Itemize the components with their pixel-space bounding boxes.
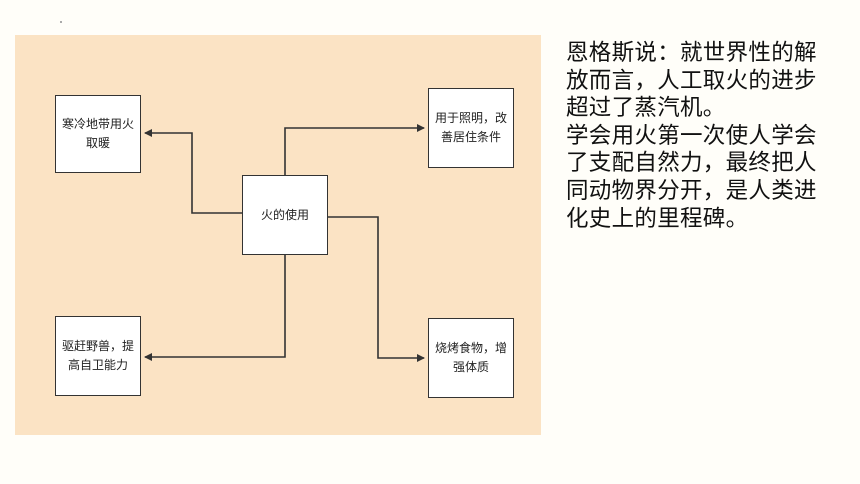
arrow-to-bottom-left: [144, 255, 286, 361]
quote-text: 恩格斯说：就世界性的解放而言，人工取火的进步超过了蒸汽机。 学会用火第一次使人学…: [566, 40, 836, 233]
quote-paragraph-2: 学会用火第一次使人学会了支配自然力，最终把人同动物界分开，是人类进化史上的里程碑…: [566, 122, 817, 232]
node-defense-label: 驱赶野兽，提高自卫能力: [61, 339, 134, 372]
node-warmth-label: 寒冷地带用火取暖: [61, 117, 134, 150]
arrow-to-top-left: [144, 129, 242, 214]
node-lighting-label: 用于照明，改善居住条件: [434, 111, 507, 144]
node-fire-use-label: 火的使用: [260, 207, 309, 222]
node-defense: 驱赶野兽，提高自卫能力: [55, 316, 141, 396]
quote-paragraph-1: 恩格斯说：就世界性的解放而言，人工取火的进步超过了蒸汽机。: [566, 40, 817, 122]
connector-lines: [144, 124, 425, 362]
decorative-dot: [60, 21, 62, 23]
diagram-panel: 火的使用 寒冷地带用火取暖 用于照明，改善居住条件 驱赶野兽，提高自卫能力 烧烤…: [15, 35, 541, 435]
node-fire-use: 火的使用: [242, 175, 328, 255]
node-warmth: 寒冷地带用火取暖: [55, 95, 141, 173]
node-cooking: 烧烤食物，增强体质: [428, 318, 514, 398]
arrow-to-top-right: [284, 124, 425, 175]
node-cooking-label: 烧烤食物，增强体质: [434, 341, 507, 374]
arrow-to-bottom-right: [328, 216, 425, 362]
node-lighting: 用于照明，改善居住条件: [428, 88, 514, 168]
